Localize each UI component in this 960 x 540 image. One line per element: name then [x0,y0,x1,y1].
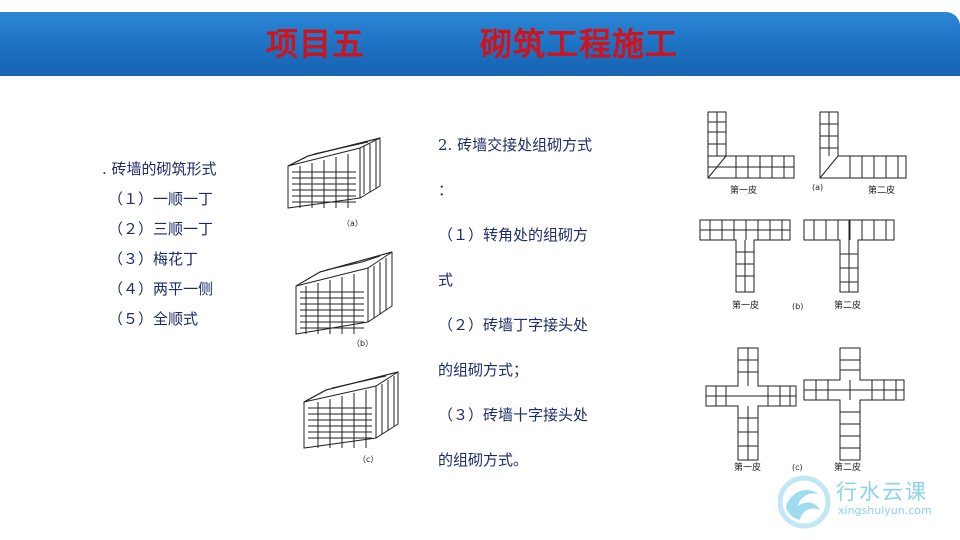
second-course-label: 第二皮 [868,184,895,196]
list-item: （４）两平一侧 [108,280,214,298]
brick-wall-figure-c: （c） [303,371,399,464]
cross-junction-diagram: 第一皮 (c) 第二皮 [705,347,905,473]
junction-methods-text: 2. 砖墙交接处组砌方式 ： （１）转角处的组砌方 式 （２）砖墙丁字接头处 的… [438,126,592,486]
first-course-label: 第一皮 [732,299,759,311]
text-line: 的组砌方式。 [438,451,529,469]
list-item: （５）全顺式 [108,310,199,328]
figure-label-a: （a） [342,219,363,228]
corner-junction-diagram: 第一皮 (a) 第二皮 [707,111,907,196]
figure-label-c: （c） [358,455,378,464]
project-number-title: 项目五 [266,25,366,63]
list-item: （３）梅花丁 [108,250,199,268]
first-course-label: 第一皮 [734,461,761,473]
diagram-label-c: (c) [792,463,803,472]
diagram-label-b: (b) [792,302,803,311]
text-line: ： [438,181,454,199]
brand-logo: 行水云课 xingshuiyun.com [778,472,958,532]
brick-wall-figure-b: （b） [295,251,393,348]
masonry-forms-list: . 砖墙的砌筑形式 （１）一顺一丁 （２）三顺一丁 （３）梅花丁 （４）两平一侧… [102,154,217,334]
wave-logo-icon [778,475,831,529]
brick-wall-figure-a: （a） [287,137,381,228]
text-line: （１）转角处的组砌方 [438,226,589,244]
brand-url: xingshuiyun.com [838,504,932,517]
header-bar: 项目五 砌筑工程施工 [0,12,960,76]
diagram-label-a: (a) [812,183,823,192]
second-course-label: 第二皮 [834,299,861,311]
text-line: 的组砌方式； [438,361,529,379]
project-name-title: 砌筑工程施工 [480,25,679,63]
list-item: （１）一顺一丁 [108,190,214,208]
text-line: 2. 砖墙交接处组砌方式 [438,136,593,154]
text-line: （３）砖墙十字接头处 [438,406,589,424]
list-item: （２）三顺一丁 [108,220,214,238]
t-junction-diagram: 第一皮 (b) 第二皮 [699,219,895,311]
second-course-label: 第二皮 [834,461,861,473]
first-course-label: 第一皮 [730,184,757,196]
text-line: 式 [438,271,454,289]
masonry-forms-heading: . 砖墙的砌筑形式 [102,160,217,178]
text-line: （２）砖墙丁字接头处 [438,316,589,334]
brand-name: 行水云课 [836,480,928,504]
figure-label-b: （b） [352,339,373,348]
